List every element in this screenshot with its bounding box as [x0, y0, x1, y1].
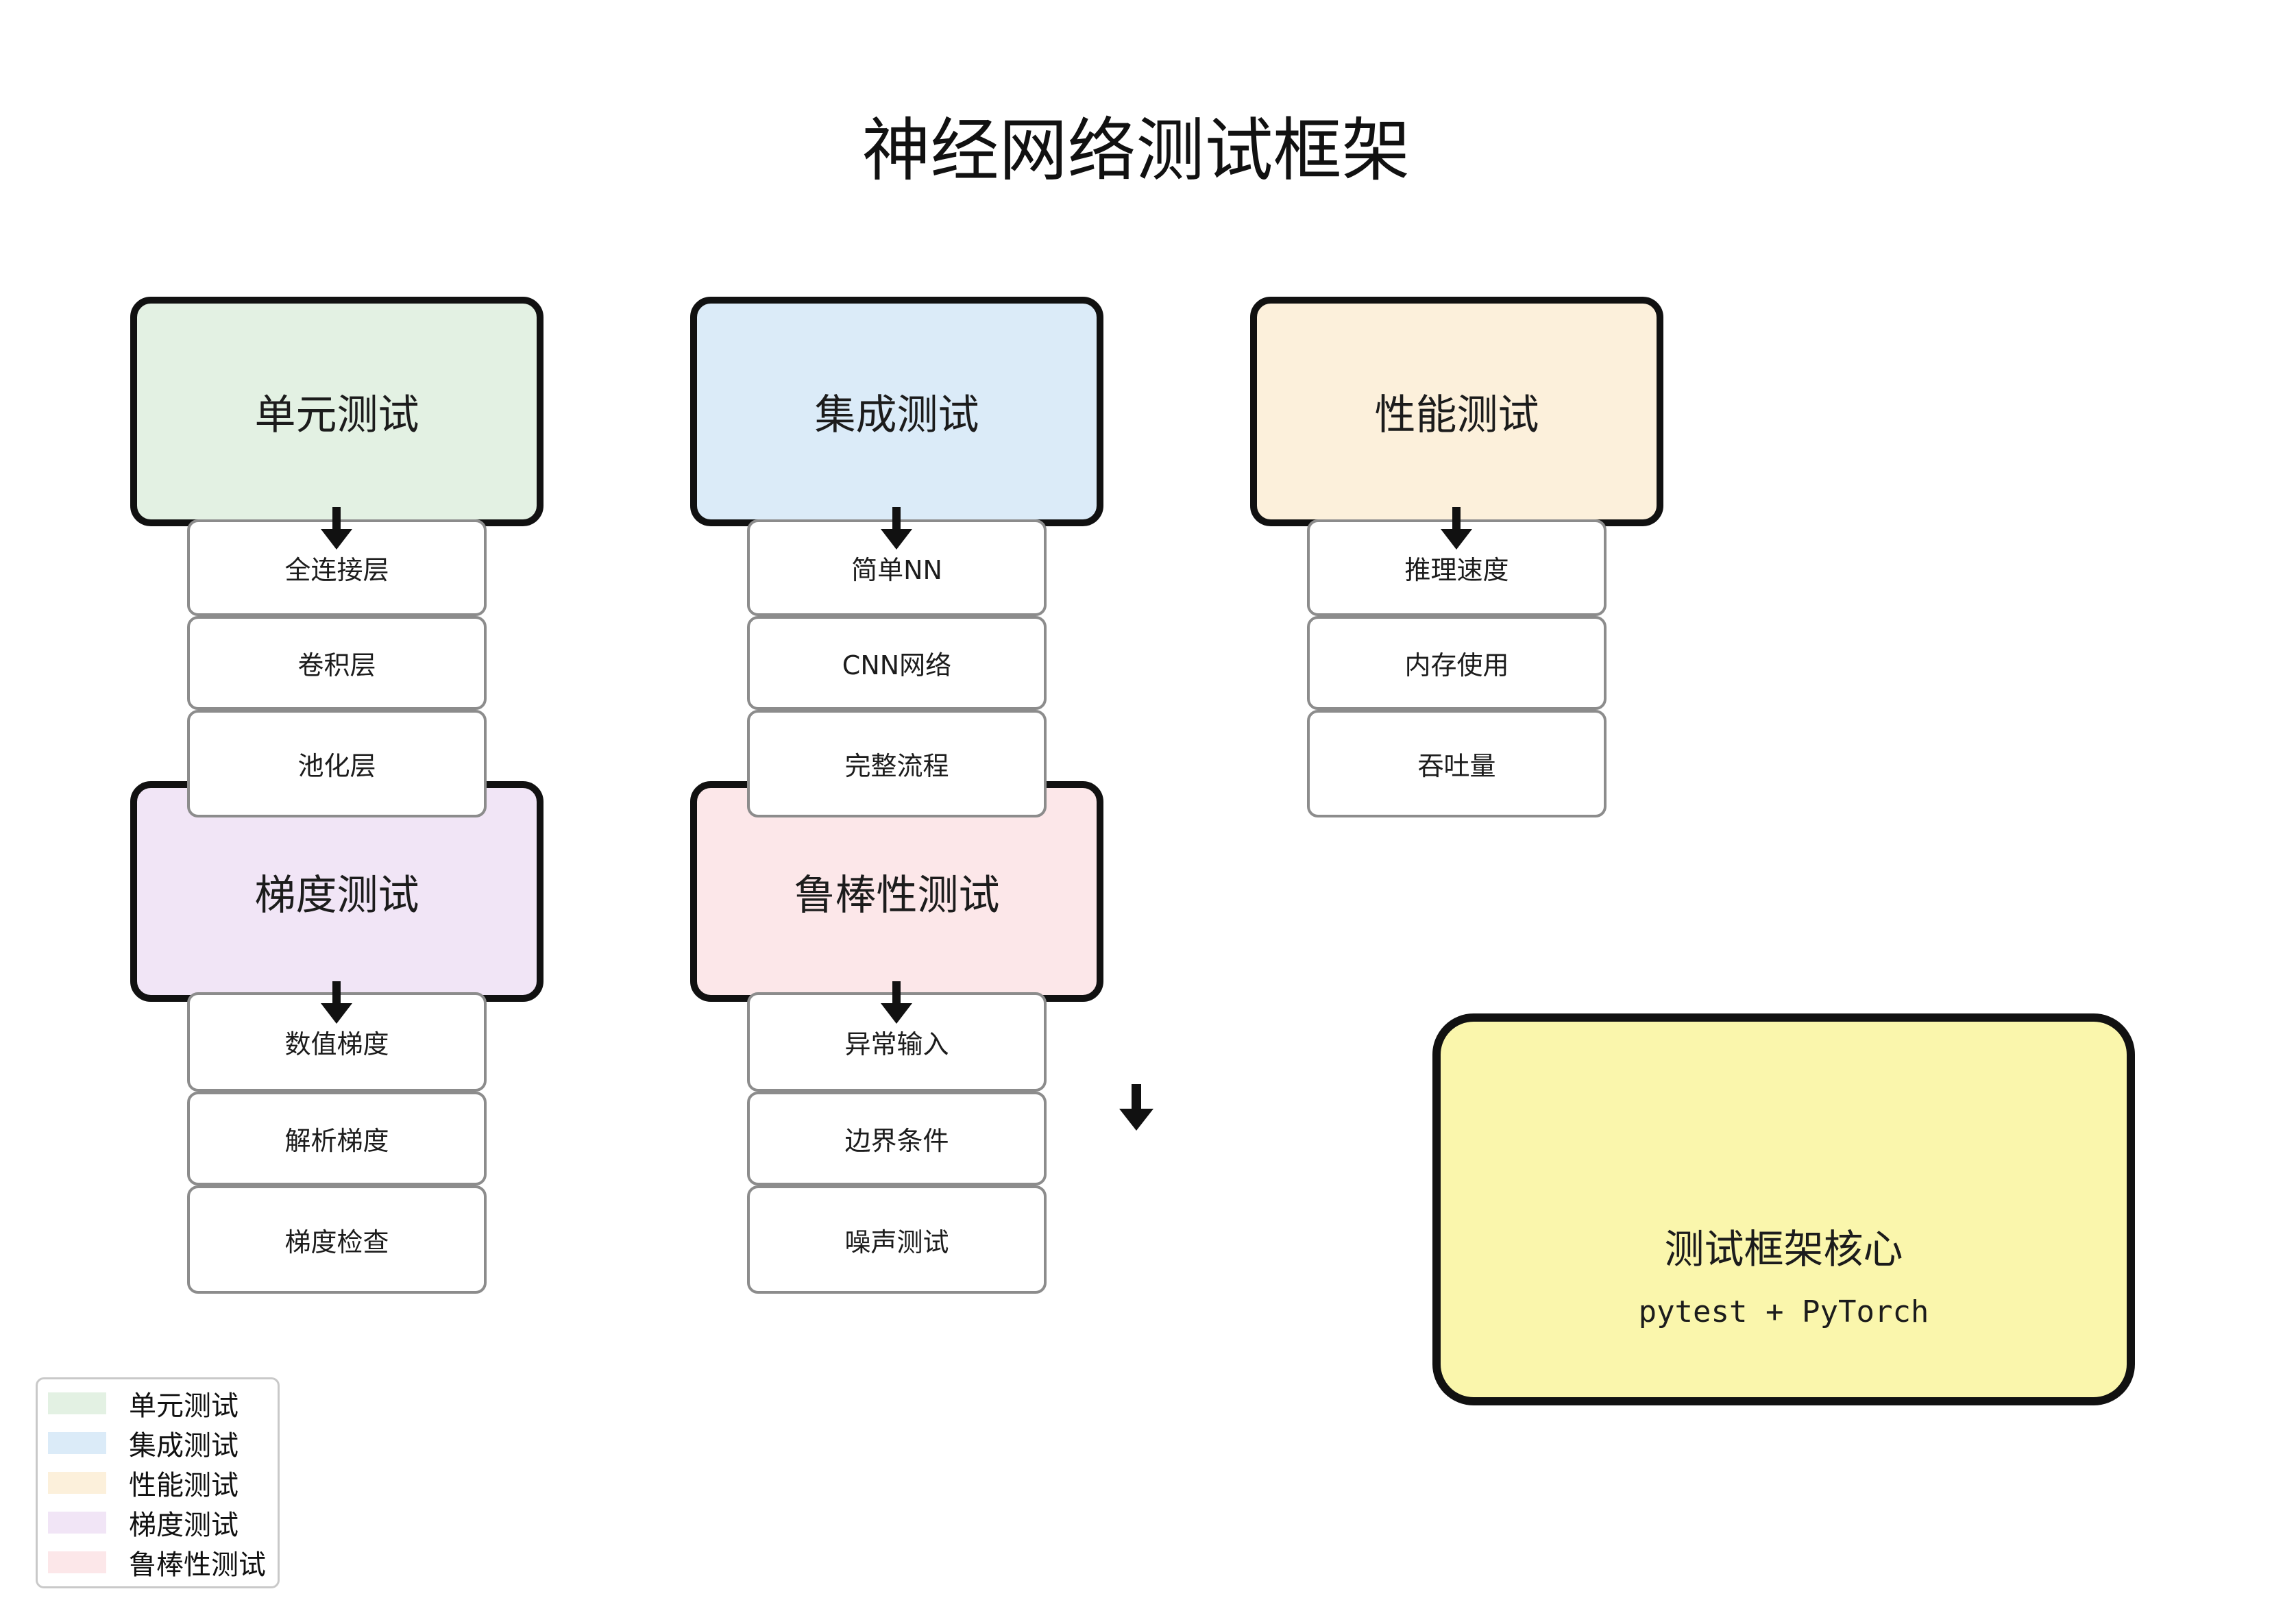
- group-header-label: 鲁棒性测试: [794, 871, 1000, 920]
- legend-item: 集成测试: [38, 1423, 278, 1463]
- item-box: 梯度检查: [187, 1185, 487, 1294]
- item-label: 噪声测试: [844, 1227, 949, 1257]
- legend-item: 梯度测试: [38, 1503, 278, 1542]
- legend-label: 单元测试: [129, 1390, 239, 1422]
- item-label: 池化层: [297, 751, 376, 781]
- legend-swatch-integration-test: [48, 1432, 106, 1454]
- core-framework-box: [1432, 1013, 2135, 1405]
- down-arrow-icon: [1119, 1084, 1153, 1131]
- legend-item: 鲁棒性测试: [38, 1542, 278, 1582]
- item-box: CNN网络: [747, 616, 1047, 710]
- legend-swatch-performance-test: [48, 1472, 106, 1494]
- group-header-integration-test: 集成测试: [690, 297, 1103, 526]
- down-arrow-icon: [881, 507, 912, 550]
- group-header-label: 单元测试: [254, 391, 419, 439]
- item-label: CNN网络: [842, 650, 952, 680]
- item-label: 卷积层: [297, 650, 376, 680]
- item-label: 完整流程: [844, 751, 949, 781]
- item-label: 数值梯度: [284, 1029, 389, 1059]
- item-box: 卷积层: [187, 616, 487, 710]
- item-label: 异常输入: [844, 1029, 949, 1059]
- legend-swatch-unit-test: [48, 1392, 106, 1414]
- item-label: 推理速度: [1404, 555, 1509, 585]
- down-arrow-icon: [321, 981, 352, 1024]
- item-box: 吞吐量: [1307, 710, 1607, 817]
- legend-item: 性能测试: [38, 1463, 278, 1503]
- legend-label: 性能测试: [129, 1470, 239, 1501]
- item-label: 全连接层: [284, 555, 389, 585]
- item-box: 噪声测试: [747, 1185, 1047, 1294]
- group-header-label: 性能测试: [1374, 391, 1539, 439]
- core-framework-subtitle: pytest + PyTorch: [1638, 1294, 1929, 1329]
- item-label: 简单NN: [851, 555, 942, 585]
- legend-item: 单元测试: [38, 1383, 278, 1423]
- item-box: 边界条件: [747, 1092, 1047, 1185]
- group-header-label: 集成测试: [814, 391, 979, 439]
- legend: 单元测试 集成测试 性能测试 梯度测试 鲁棒性测试: [36, 1377, 280, 1588]
- legend-label: 集成测试: [129, 1430, 239, 1462]
- item-box: 内存使用: [1307, 616, 1607, 710]
- down-arrow-icon: [881, 981, 912, 1024]
- item-label: 内存使用: [1404, 650, 1509, 680]
- down-arrow-icon: [321, 507, 352, 550]
- legend-swatch-robustness-test: [48, 1551, 106, 1573]
- item-label: 边界条件: [844, 1126, 949, 1156]
- diagram-title: 神经网络测试框架: [862, 110, 1410, 190]
- down-arrow-icon: [1441, 507, 1472, 550]
- group-header-performance-test: 性能测试: [1250, 297, 1663, 526]
- group-header-unit-test: 单元测试: [130, 297, 543, 526]
- item-label: 解析梯度: [284, 1126, 389, 1156]
- item-label: 吞吐量: [1417, 751, 1496, 781]
- group-header-label: 梯度测试: [254, 871, 419, 920]
- item-box: 解析梯度: [187, 1092, 487, 1185]
- core-framework-title: 测试框架核心: [1664, 1226, 1903, 1272]
- item-box: 完整流程: [747, 710, 1047, 817]
- item-label: 梯度检查: [284, 1227, 389, 1257]
- legend-label: 鲁棒性测试: [129, 1549, 266, 1581]
- legend-swatch-gradient-test: [48, 1512, 106, 1534]
- item-box: 池化层: [187, 710, 487, 817]
- legend-label: 梯度测试: [129, 1510, 239, 1541]
